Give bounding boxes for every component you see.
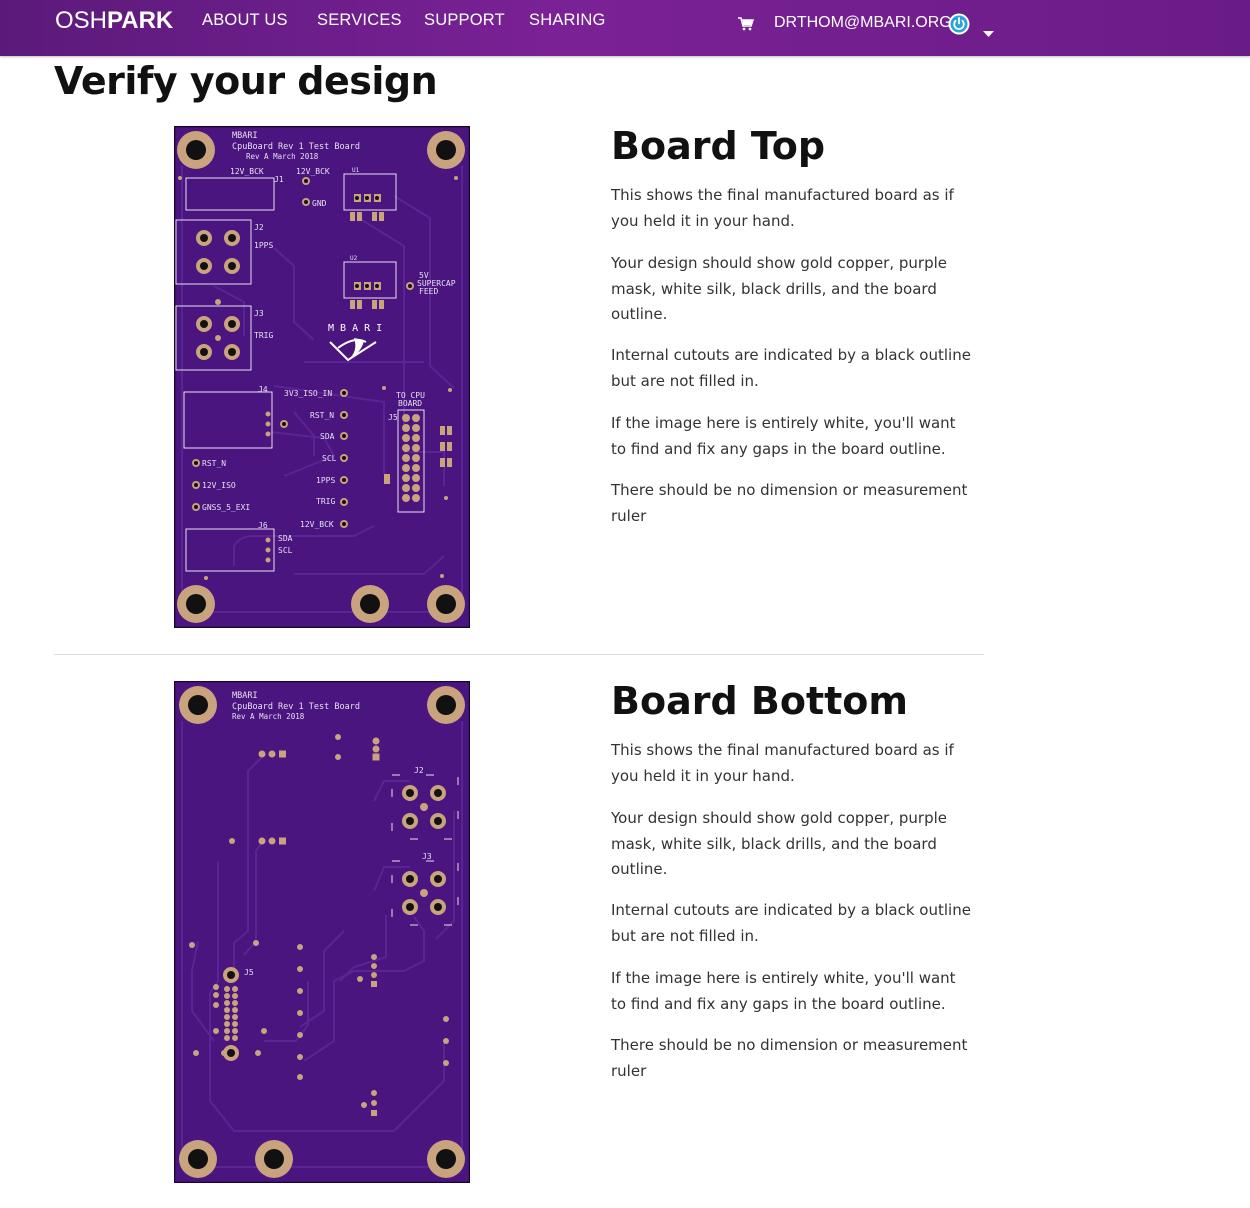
page-title: Verify your design: [54, 59, 438, 103]
silk-label: J5: [244, 968, 254, 977]
silk-label: GNSS_5_EXI: [202, 503, 250, 512]
board-top-paragraph: Internal cutouts are indicated by a blac…: [611, 346, 971, 390]
silk-label: SCL: [322, 454, 337, 463]
silk-label: J6: [258, 521, 268, 530]
board-top-image: MBARI CpuBoard Rev 1 Test Board Rev A Ma…: [174, 126, 470, 628]
logo-bold-text: PARK: [107, 7, 174, 34]
silk-header-line: MBARI: [232, 691, 258, 701]
board-bottom-paragraph: Your design should show gold copper, pur…: [611, 809, 947, 878]
section-divider: [54, 654, 984, 655]
silk-label: 5V: [419, 271, 429, 280]
board-bottom-image: MBARI CpuBoard Rev 1 Test Board Rev A Ma…: [174, 681, 470, 1183]
silk-label: TO CPU: [396, 391, 425, 400]
silk-label: TRIG: [254, 331, 273, 340]
silk-label: 12V_BCK: [230, 167, 264, 176]
top-navbar: OSHPARK ABOUT US SERVICES SUPPORT SHARIN…: [0, 0, 1250, 56]
nav-link-services[interactable]: SERVICES: [317, 11, 402, 29]
silk-label: 12V_BCK: [300, 520, 334, 529]
silk-label: SDA: [278, 534, 293, 543]
silk-header-line: CpuBoard Rev 1 Test Board: [232, 142, 360, 152]
silk-label: U1: [352, 167, 360, 174]
nav-link-support[interactable]: SUPPORT: [424, 11, 505, 29]
silk-label: RST_N: [310, 411, 334, 420]
power-icon[interactable]: [948, 13, 970, 39]
silk-label: SDA: [320, 432, 335, 441]
section-heading-board-bottom: Board Bottom: [611, 679, 908, 723]
silk-label: U2: [350, 255, 358, 262]
silk-header-line: Rev A March 2018: [246, 152, 319, 161]
board-top-paragraph: There should be no dimension or measurem…: [611, 481, 968, 525]
silk-label: J1: [274, 175, 284, 184]
board-top-paragraph: Your design should show gold copper, pur…: [611, 254, 947, 323]
board-bottom-paragraph: There should be no dimension or measurem…: [611, 1036, 968, 1080]
silk-label: J4: [258, 385, 268, 394]
silk-label: J2: [414, 766, 424, 775]
cart-icon[interactable]: [738, 16, 755, 35]
silk-label: J3: [254, 309, 264, 318]
silk-label: BOARD: [398, 399, 422, 408]
silk-label: 12V_ISO: [202, 481, 236, 490]
board-top-paragraph: If the image here is entirely white, you…: [611, 414, 956, 458]
silk-header-line: MBARI: [232, 131, 258, 141]
silk-label: SCL: [278, 546, 293, 555]
silk-header-line: CpuBoard Rev 1 Test Board: [232, 702, 360, 712]
silk-label: SUPERCAP: [417, 279, 456, 288]
logo-light-text: OSH: [55, 7, 108, 34]
silk-label: 3V3_ISO_IN: [284, 389, 332, 398]
silk-label: J2: [254, 223, 264, 232]
board-bottom-paragraph: If the image here is entirely white, you…: [611, 969, 956, 1013]
oshpark-logo[interactable]: OSHPARK: [55, 7, 173, 35]
board-bottom-paragraph: This shows the final manufactured board …: [611, 741, 954, 785]
section-heading-board-top: Board Top: [611, 124, 826, 168]
silk-label: 12V_BCK: [296, 167, 330, 176]
nav-link-sharing[interactable]: SHARING: [529, 11, 606, 29]
silk-label: FEED: [419, 287, 438, 296]
nav-link-about-us[interactable]: ABOUT US: [202, 11, 288, 29]
silk-label: RST_N: [202, 459, 226, 468]
board-top-paragraph: This shows the final manufactured board …: [611, 186, 954, 230]
silk-mbari-logo-text: M B A R I: [328, 323, 382, 334]
silk-label: TRIG: [316, 497, 335, 506]
silk-label: 1PPS: [254, 241, 273, 250]
caret-down-icon[interactable]: [983, 22, 994, 41]
user-email-link[interactable]: DRTHOM@MBARI.ORG: [774, 14, 952, 31]
silk-label: J3: [422, 852, 432, 861]
silk-label: J5: [388, 413, 398, 422]
silk-header-line: Rev A March 2018: [232, 712, 305, 721]
board-bottom-paragraph: Internal cutouts are indicated by a blac…: [611, 901, 971, 945]
silk-label: GND: [312, 199, 327, 208]
silk-label: 1PPS: [316, 476, 335, 485]
